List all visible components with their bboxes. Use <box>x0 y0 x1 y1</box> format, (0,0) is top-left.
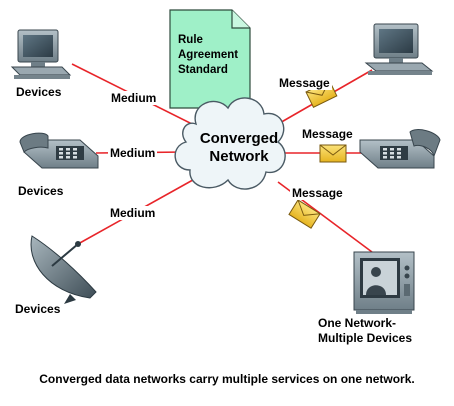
document-icon <box>169 9 251 109</box>
cloud-label: Converged Network <box>194 130 284 166</box>
medium-label-middle: Medium <box>108 146 158 160</box>
one-network-line1: One Network- <box>318 316 397 330</box>
medium-label-top: Medium <box>109 91 159 105</box>
devices-label-top: Devices <box>16 85 62 99</box>
computer-icon-right <box>364 23 434 75</box>
figure-caption: Converged data networks carry multiple s… <box>39 372 415 386</box>
devices-label-middle: Devices <box>18 184 64 198</box>
envelope-icon-bottom <box>288 199 321 229</box>
cloud-label-line1: Converged <box>199 130 279 147</box>
telephone-icon-right <box>359 129 441 169</box>
message-label-bottom: Message <box>290 186 345 200</box>
telephone-icon-left <box>19 132 99 169</box>
one-network-line2: Multiple Devices <box>318 331 413 345</box>
medium-label-bottom: Medium <box>108 206 158 220</box>
satellite-dish-icon <box>30 235 97 304</box>
envelope-icon-middle <box>319 144 347 163</box>
message-label-top: Message <box>277 76 332 90</box>
document-text: Rule Agreement Standard <box>178 33 238 78</box>
document-line-rule: Rule <box>178 34 203 46</box>
document-line-standard: Standard <box>178 64 228 76</box>
tv-monitor-icon <box>353 251 415 314</box>
cloud-label-line2: Network <box>209 148 269 165</box>
devices-label-bottom: Devices <box>15 302 61 316</box>
computer-icon-left <box>10 29 72 79</box>
one-network-label: One Network- Multiple Devices <box>318 316 412 346</box>
document-line-agreement: Agreement <box>178 49 239 61</box>
message-label-middle: Message <box>300 127 355 141</box>
cloud-icon <box>174 97 286 190</box>
